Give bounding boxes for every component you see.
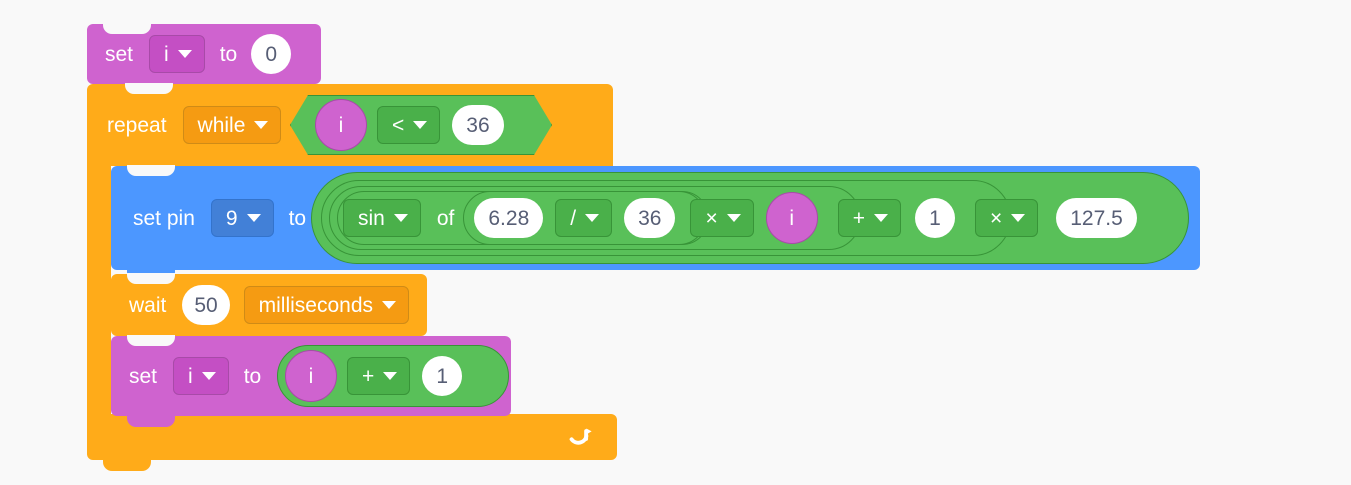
loop-arrow-icon-svg — [569, 428, 592, 445]
chevron-down-icon — [383, 372, 398, 380]
pin-number-dropdown[interactable]: 9 — [210, 199, 274, 237]
block-wait[interactable]: wait 50 milliseconds — [111, 273, 427, 347]
chevron-down-icon — [873, 214, 888, 222]
comparison-operator-value: < — [392, 113, 405, 137]
divide-operator-value: / — [570, 206, 577, 230]
wait-keyword-label: wait — [129, 293, 167, 317]
repeat-left-arm — [87, 166, 111, 414]
block-set-variable-init[interactable]: set i to 0 — [87, 23, 321, 95]
block-less-than-condition[interactable]: i < 36 — [290, 95, 552, 155]
repeat-footer-notch — [103, 460, 151, 471]
multiply-operator-value-2: × — [989, 206, 1003, 230]
value-input-zero[interactable]: 0 — [251, 34, 292, 74]
repeat-mode-dropdown[interactable]: while — [182, 106, 282, 144]
trig-function-dropdown[interactable]: sin — [343, 199, 421, 237]
to-label: to — [243, 364, 262, 388]
chevron-down-icon — [177, 50, 192, 58]
variable-dropdown-i[interactable]: i — [149, 35, 205, 73]
wait-duration-input[interactable]: 50 — [182, 285, 230, 325]
chevron-down-icon — [726, 214, 741, 222]
set-keyword-label: set — [105, 42, 134, 66]
expression-field-row: sin of 6.28 / 36 × i + 1 × 127.5 — [311, 172, 1189, 264]
multiply-operator-dropdown-1[interactable]: × — [690, 199, 754, 237]
block-increment-expression[interactable]: i + 1 — [277, 345, 509, 407]
plus-operator-value: + — [852, 206, 865, 230]
wait-unit-dropdown[interactable]: milliseconds — [243, 286, 409, 324]
variable-reporter-i-expression[interactable]: i — [765, 192, 818, 244]
multiply-operator-dropdown-2[interactable]: × — [974, 199, 1039, 237]
numerator-input[interactable]: 6.28 — [474, 198, 544, 238]
variable-dropdown-value: i — [164, 42, 169, 66]
set-keyword-label: set — [129, 364, 158, 388]
chevron-down-icon — [393, 214, 408, 222]
comparison-operator-dropdown[interactable]: < — [377, 106, 440, 144]
to-label: to — [288, 206, 307, 230]
trig-function-value: sin — [358, 206, 385, 230]
loop-arrow-icon — [565, 422, 595, 452]
amplitude-input[interactable]: 127.5 — [1056, 198, 1137, 238]
chevron-down-icon — [201, 372, 216, 380]
to-label: to — [219, 42, 238, 66]
plus-value-input[interactable]: 1 — [914, 198, 955, 238]
chevron-down-icon — [1011, 214, 1026, 222]
chevron-down-icon — [246, 214, 261, 222]
chevron-down-icon — [585, 214, 600, 222]
plus-operator-dropdown[interactable]: + — [837, 199, 901, 237]
chevron-down-icon — [413, 121, 427, 129]
variable-reporter-i-increment[interactable]: i — [285, 350, 337, 402]
chevron-down-icon — [254, 121, 269, 129]
chevron-down-icon — [382, 301, 396, 309]
pin-number-value: 9 — [225, 206, 238, 230]
wait-unit-value: milliseconds — [258, 293, 373, 317]
variable-dropdown-value: i — [188, 364, 193, 388]
denominator-input[interactable]: 36 — [624, 198, 676, 238]
multiply-operator-value-1: × — [705, 206, 718, 230]
repeat-mode-value: while — [197, 113, 246, 137]
variable-dropdown-i-increment[interactable]: i — [173, 357, 229, 395]
comparison-right-input[interactable]: 36 — [452, 105, 503, 145]
increment-operator-value: + — [362, 364, 375, 388]
increment-operator-dropdown[interactable]: + — [347, 357, 411, 395]
divide-operator-dropdown[interactable]: / — [555, 199, 613, 237]
increment-right-input[interactable]: 1 — [422, 356, 463, 396]
repeat-footer[interactable] — [87, 414, 617, 460]
variable-reporter-i[interactable]: i — [315, 99, 367, 151]
set-pin-keyword-label: set pin — [133, 206, 195, 230]
repeat-keyword-label: repeat — [107, 113, 167, 137]
